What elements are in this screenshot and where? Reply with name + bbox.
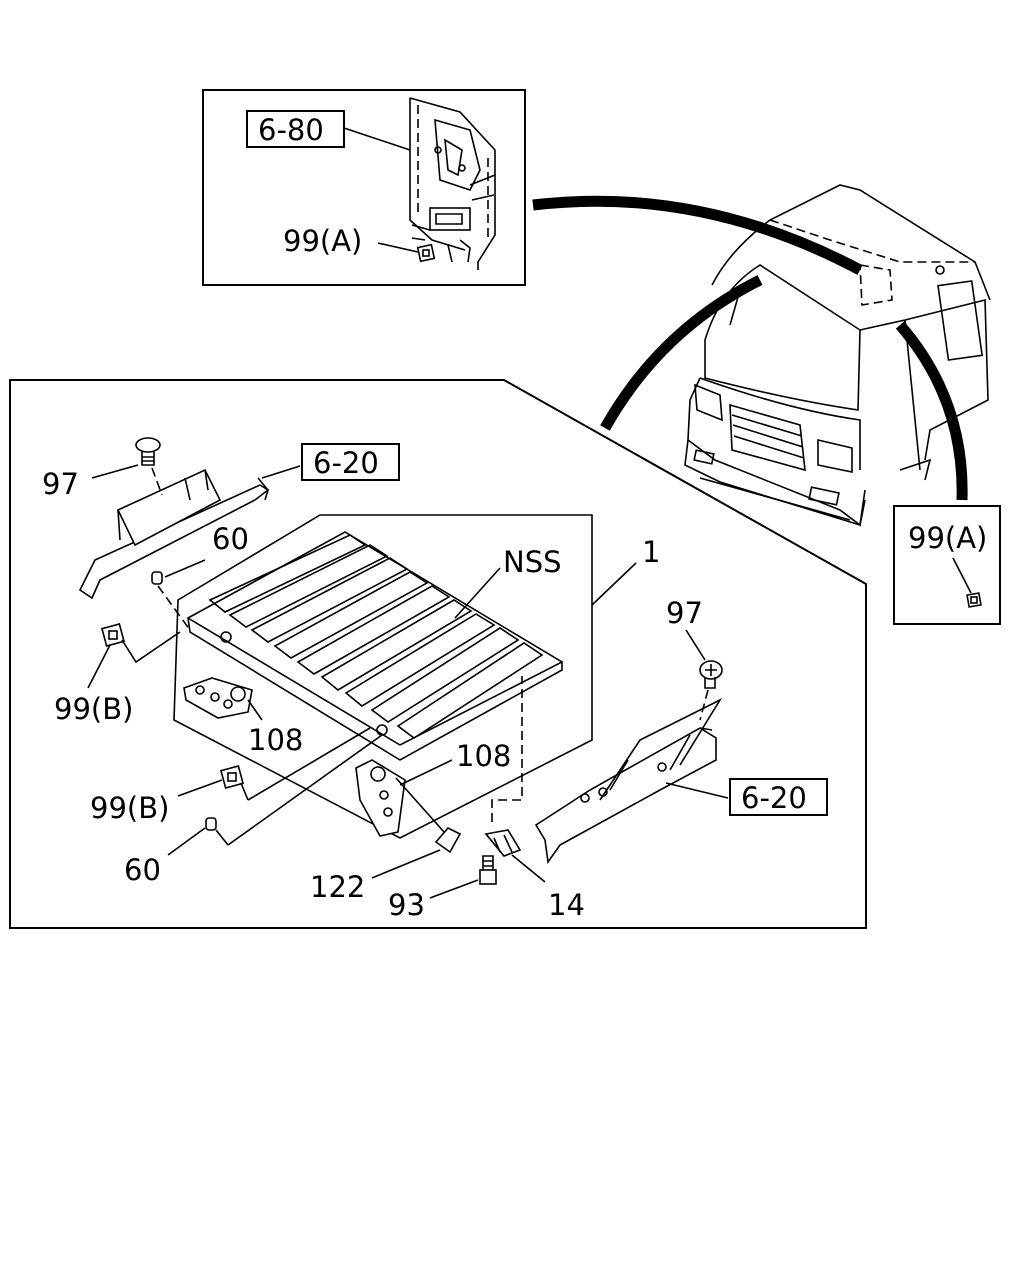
reference-6-80-label: 6-80 [258,113,324,147]
callout-60-bottom: 60 [124,853,161,887]
callout-108-right: 108 [456,739,511,773]
callout-99b-top: 99(B) [54,692,133,726]
inset-6-80-box [202,89,526,286]
callout-14: 14 [548,888,585,922]
inset-99a-box [893,505,1001,625]
roof-garnish-left [78,465,301,600]
nut-99b-bottom [219,764,245,790]
callout-97-right: 97 [666,596,703,630]
bolt-93 [479,855,497,885]
reference-box-6-20-right[interactable]: 6-20 [729,778,828,816]
connector-arcs [532,195,968,501]
clip-nut-99a-inset [416,243,436,263]
nut-99b-top [100,622,126,648]
clip-14 [484,829,522,857]
roof-garnish-right [534,698,723,865]
clip-nut-99a-right [966,592,982,608]
reference-box-6-80[interactable]: 6-80 [246,110,345,148]
clip-60-top [151,571,163,585]
headliner-panel [186,531,564,761]
callout-part-1: 1 [642,535,660,569]
callout-97-left: 97 [42,467,79,501]
reference-6-20-right-label: 6-20 [741,781,807,815]
pad-122 [434,827,462,854]
screw-97-right [699,660,723,721]
headliner-outline [173,514,593,839]
truck-cab-illustration [684,184,991,527]
bracket-108-left [183,677,253,719]
callout-99b-bottom: 99(B) [90,791,169,825]
screw-97-left [135,437,163,496]
callout-60-top: 60 [212,522,249,556]
callout-122: 122 [310,870,365,904]
clip-60-bottom [205,817,217,831]
main-detail-frame [9,379,867,929]
callout-108-left: 108 [248,723,303,757]
callout-93: 93 [388,888,425,922]
reference-box-6-20-left[interactable]: 6-20 [301,443,400,481]
bracket-108-right [355,759,406,837]
callout-nss: NSS [503,545,562,579]
callout-99a-inset: 99(A) [283,224,362,258]
reference-6-20-left-label: 6-20 [313,446,379,480]
callout-99a-right: 99(A) [908,521,987,555]
